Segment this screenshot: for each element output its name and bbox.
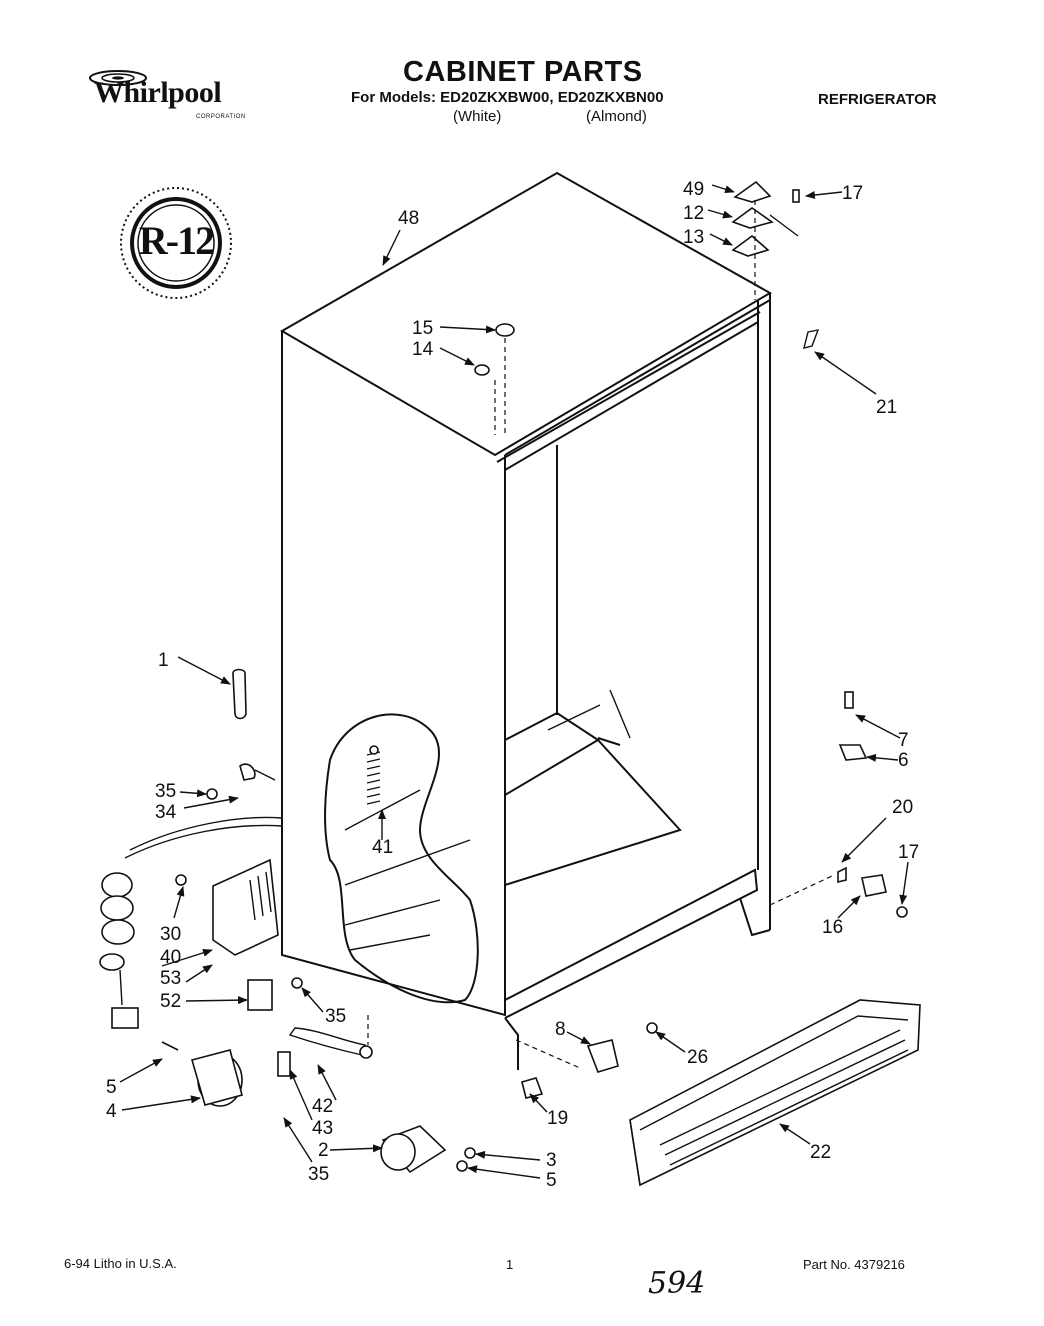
callout-13: 13 bbox=[683, 227, 704, 248]
page-number: 1 bbox=[506, 1257, 514, 1272]
whirlpool-logo: Whirlpool CORPORATION bbox=[78, 60, 258, 126]
callout-42: 42 bbox=[312, 1096, 333, 1117]
logo-subtext: CORPORATION bbox=[196, 114, 246, 120]
whirlpool-swirl-icon bbox=[89, 70, 147, 86]
callout-4: 4 bbox=[106, 1101, 117, 1122]
control-bracket bbox=[212, 858, 279, 956]
callout-21: 21 bbox=[876, 397, 897, 418]
cabinet-cutaway bbox=[324, 713, 479, 1004]
seal-icon bbox=[120, 187, 232, 299]
page-title: CABINET PARTS bbox=[403, 56, 643, 88]
callout-30: 30 bbox=[160, 924, 181, 945]
callout-35: 35 bbox=[325, 1006, 346, 1027]
callout-17: 17 bbox=[842, 183, 863, 204]
callout-labels: 48 49 17 12 13 15 14 21 1 7 6 35 34 41 2… bbox=[106, 179, 919, 1191]
callout-20: 20 bbox=[892, 797, 913, 818]
callout-12: 12 bbox=[683, 203, 704, 224]
callout-19: 19 bbox=[547, 1108, 568, 1129]
refrigerant-seal: R-12 bbox=[118, 185, 234, 301]
callout-1: 1 bbox=[158, 650, 169, 671]
color-almond: (Almond) bbox=[586, 108, 647, 125]
top-hinge-parts bbox=[474, 180, 820, 437]
callout-22: 22 bbox=[810, 1142, 831, 1163]
insulation-spring-part bbox=[366, 745, 381, 805]
callout-52: 52 bbox=[160, 991, 181, 1012]
callout-5: 5 bbox=[106, 1077, 117, 1098]
callout-17: 17 bbox=[898, 842, 919, 863]
callout-40: 40 bbox=[160, 947, 181, 968]
callout-48: 48 bbox=[398, 208, 419, 229]
callout-49: 49 bbox=[683, 179, 704, 200]
logo-wordmark: Whirlpool bbox=[94, 76, 222, 109]
callout-5: 5 bbox=[546, 1170, 557, 1191]
kick-plate-grille bbox=[629, 999, 921, 1187]
models-line: For Models: ED20ZKXBW00, ED20ZKXBN00 bbox=[351, 89, 664, 106]
seal-text: R-12 bbox=[138, 218, 215, 263]
callout-8: 8 bbox=[555, 1019, 566, 1040]
handwritten-note: 594 bbox=[648, 1266, 706, 1301]
color-white: (White) bbox=[453, 108, 502, 125]
callout-53: 53 bbox=[160, 968, 181, 989]
print-date: 6-94 Litho in U.S.A. bbox=[64, 1256, 177, 1271]
product-category: REFRIGERATOR bbox=[818, 91, 937, 108]
callout-41: 41 bbox=[372, 837, 393, 858]
callout-16: 16 bbox=[822, 917, 843, 938]
callout-43: 43 bbox=[312, 1118, 333, 1139]
callout-6: 6 bbox=[898, 750, 909, 771]
callout-35: 35 bbox=[308, 1164, 329, 1185]
callout-14: 14 bbox=[412, 339, 434, 360]
callout-2: 2 bbox=[318, 1140, 329, 1161]
callout-35: 35 bbox=[155, 781, 176, 802]
power-cord-coil bbox=[99, 872, 139, 1029]
cabinet-shell bbox=[280, 171, 773, 1070]
part-number: Part No. 4379216 bbox=[803, 1257, 905, 1272]
callout-15: 15 bbox=[412, 318, 433, 339]
callout-34: 34 bbox=[155, 802, 177, 823]
misc-parts bbox=[99, 668, 908, 1174]
callout-7: 7 bbox=[898, 730, 909, 751]
callout-3: 3 bbox=[546, 1150, 557, 1171]
callout-26: 26 bbox=[687, 1047, 708, 1068]
callout-leaders bbox=[119, 184, 909, 1179]
